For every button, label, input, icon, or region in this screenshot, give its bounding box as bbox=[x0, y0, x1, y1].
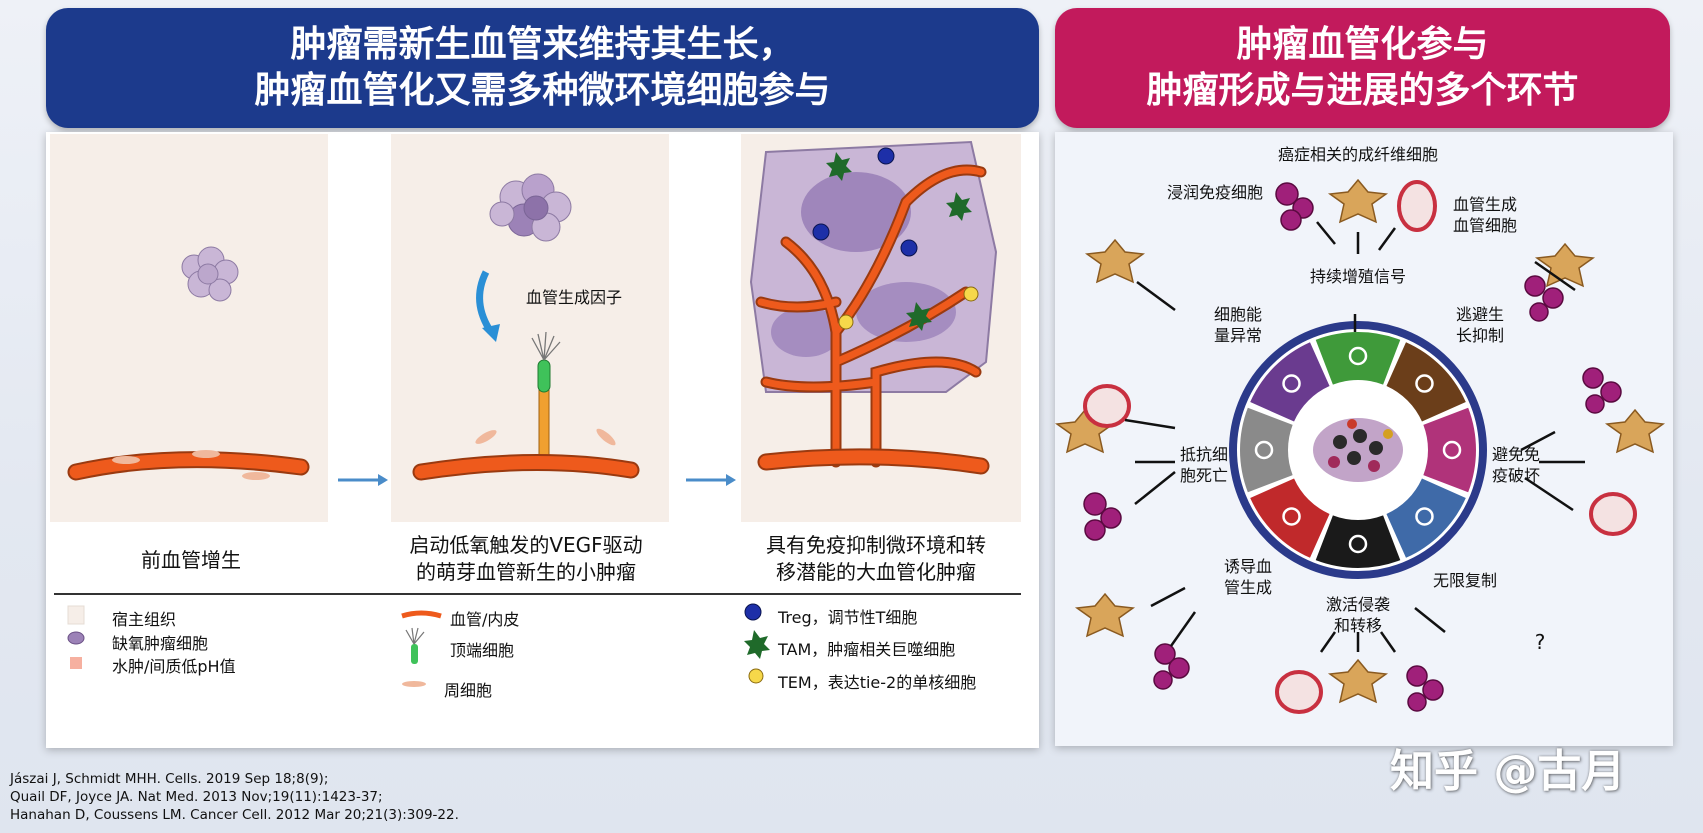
label-unknown: ? bbox=[1525, 632, 1555, 653]
label-invasion-line2: 和转移 bbox=[1310, 615, 1406, 636]
legend-vessel: 血管/内皮 bbox=[450, 606, 519, 630]
legend-tip-cell: 顶端细胞 bbox=[450, 637, 514, 661]
label-induce-angio-line1: 诱导血 bbox=[1213, 556, 1283, 577]
right-banner-line2: 肿瘤形成与进展的多个环节 bbox=[1055, 68, 1670, 114]
left-banner-title: 肿瘤需新生血管来维持其生长， 肿瘤血管化又需多种微环境细胞参与 bbox=[46, 8, 1039, 128]
label-avoid-immune-line2: 疫破坏 bbox=[1481, 465, 1551, 486]
label-proliferative-signal: 持续增殖信号 bbox=[1293, 266, 1423, 287]
label-invasion-line1: 激活侵袭 bbox=[1310, 594, 1406, 615]
label-immortality: 无限复制 bbox=[1420, 570, 1510, 591]
tam-icon bbox=[744, 630, 770, 659]
label-avoid-immune: 避免免 疫破坏 bbox=[1481, 444, 1551, 486]
legend-tem: TEM，表达tie-2的单核细胞 bbox=[778, 669, 976, 693]
label-angiogenic-vascular-line1: 血管生成 bbox=[1440, 194, 1530, 215]
angiogenesis-panel: 血管生成因子 前血管增生 启动低氧触发的VEGF驱动 的萌芽血管新生的小肿瘤 具… bbox=[46, 132, 1039, 748]
legend-hypoxic-cell: 缺氧肿瘤细胞 bbox=[112, 630, 208, 654]
edema-swatch bbox=[70, 657, 82, 669]
vessel-stage3 bbox=[766, 457, 981, 466]
vessel-icon bbox=[402, 613, 441, 616]
reference-3: Hanahan D, Coussens LM. Cancer Cell. 201… bbox=[10, 806, 459, 824]
label-infiltrating-immune: 浸润免疫细胞 bbox=[1155, 182, 1275, 203]
large-vascularized-tumor bbox=[751, 142, 996, 462]
stage1-caption: 前血管增生 bbox=[86, 547, 296, 574]
tumor-core bbox=[1313, 418, 1403, 482]
left-banner-line1: 肿瘤需新生血管来维持其生长， bbox=[46, 22, 1039, 68]
right-banner-title: 肿瘤血管化参与 肿瘤形成与进展的多个环节 bbox=[1055, 8, 1670, 128]
stage3-caption-line1: 具有免疫抑制微环境和转 bbox=[726, 532, 1026, 559]
hallmarks-wheel-diagram bbox=[1055, 132, 1673, 746]
label-induce-angio-line2: 管生成 bbox=[1213, 577, 1283, 598]
label-resist-death-line2: 胞死亡 bbox=[1169, 465, 1239, 486]
stage2-caption-line1: 启动低氧触发的VEGF驱动 bbox=[376, 532, 676, 559]
label-energy-line1: 细胞能 bbox=[1203, 304, 1273, 325]
vessel-stage2 bbox=[421, 426, 631, 472]
tip-cell-icon bbox=[406, 628, 424, 664]
label-energy-line2: 量异常 bbox=[1203, 325, 1273, 346]
label-avoid-immune-line1: 避免免 bbox=[1481, 444, 1551, 465]
legend-treg: Treg，调节性T细胞 bbox=[778, 604, 917, 628]
label-angiogenic-vascular: 血管生成 血管细胞 bbox=[1440, 194, 1530, 236]
tip-cell-sprout bbox=[532, 332, 560, 460]
reference-1: Jászai J, Schmidt MHH. Cells. 2019 Sep 1… bbox=[10, 770, 459, 788]
right-banner-line1: 肿瘤血管化参与 bbox=[1055, 22, 1670, 68]
label-cancer-associated-fibroblast: 癌症相关的成纤维细胞 bbox=[1268, 144, 1448, 165]
vessel-stage1 bbox=[76, 450, 301, 480]
label-energy-abnormal: 细胞能 量异常 bbox=[1203, 304, 1273, 346]
stage2-caption: 启动低氧触发的VEGF驱动 的萌芽血管新生的小肿瘤 bbox=[376, 532, 676, 586]
treg-icon bbox=[745, 604, 761, 620]
label-evade-growth: 逃避生 长抑制 bbox=[1445, 304, 1515, 346]
label-evade-growth-line1: 逃避生 bbox=[1445, 304, 1515, 325]
stage2-caption-line2: 的萌芽血管新生的小肿瘤 bbox=[376, 559, 676, 586]
label-resist-death: 抵抗细 胞死亡 bbox=[1169, 444, 1239, 486]
stage3-caption-line2: 移潜能的大血管化肿瘤 bbox=[726, 559, 1026, 586]
stage3-caption: 具有免疫抑制微环境和转 移潜能的大血管化肿瘤 bbox=[726, 532, 1026, 586]
pericyte-icon bbox=[402, 681, 426, 687]
tem-icon bbox=[749, 669, 763, 683]
medium-tumor-cluster bbox=[490, 174, 571, 241]
hypoxic-cell-icon bbox=[68, 632, 84, 644]
legend-edema: 水肿/间质低pH值 bbox=[112, 653, 236, 677]
label-angiogenic-vascular-line2: 血管细胞 bbox=[1440, 215, 1530, 236]
label-invasion-metastasis: 激活侵袭 和转移 bbox=[1310, 594, 1406, 636]
label-evade-growth-line2: 长抑制 bbox=[1445, 325, 1515, 346]
references: Jászai J, Schmidt MHH. Cells. 2019 Sep 1… bbox=[10, 770, 459, 824]
hallmarks-wheel bbox=[1233, 325, 1483, 575]
label-resist-death-line1: 抵抗细 bbox=[1169, 444, 1239, 465]
small-tumor-cluster bbox=[182, 247, 238, 301]
legend-host-tissue: 宿主组织 bbox=[112, 606, 176, 630]
reference-2: Quail DF, Joyce JA. Nat Med. 2013 Nov;19… bbox=[10, 788, 459, 806]
growth-factor-label: 血管生成因子 bbox=[526, 287, 622, 308]
growth-factor-arrow bbox=[480, 272, 491, 332]
hallmarks-panel: 癌症相关的成纤维细胞 浸润免疫细胞 血管生成 血管细胞 持续增殖信号 细胞能 量… bbox=[1055, 132, 1673, 746]
legend-pericyte: 周细胞 bbox=[444, 677, 492, 701]
label-induce-angiogenesis: 诱导血 管生成 bbox=[1213, 556, 1283, 598]
left-banner-line2: 肿瘤血管化又需多种微环境细胞参与 bbox=[46, 68, 1039, 114]
watermark: 知乎 @古月 bbox=[1390, 735, 1625, 799]
host-tissue-swatch bbox=[68, 606, 84, 624]
legend-tam: TAM，肿瘤相关巨噬细胞 bbox=[778, 636, 955, 660]
